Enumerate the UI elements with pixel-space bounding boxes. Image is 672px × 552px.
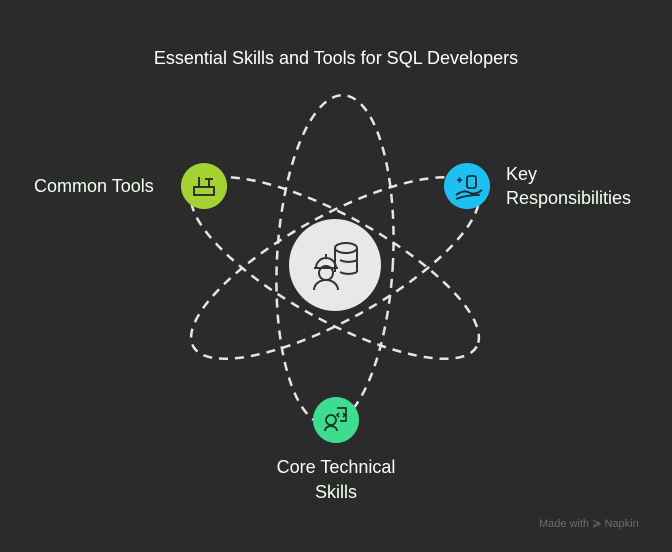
- engineer-database-icon: [313, 242, 358, 291]
- watermark-prefix: Made with: [539, 518, 590, 530]
- watermark-brand: Napkin: [604, 518, 639, 530]
- common-tools-label: Common Tools: [34, 176, 154, 196]
- common-tools-node[interactable]: [181, 163, 227, 209]
- core-skills-label-2: Skills: [314, 482, 357, 502]
- napkin-logo-icon: ≽: [592, 518, 602, 530]
- developer-code-icon: [324, 407, 347, 432]
- watermark[interactable]: Made with ≽ Napkin: [539, 517, 639, 530]
- key-responsibilities-label-1: Key: [506, 164, 538, 184]
- orbit-vertical: [275, 93, 395, 427]
- hand-database-icon: [455, 175, 483, 200]
- core-skills-label-1: Core Technical: [276, 457, 396, 477]
- toolbox-icon: [193, 177, 215, 196]
- key-responsibilities-label-2: Responsibilities: [506, 188, 632, 208]
- diagram-title: Essential Skills and Tools for SQL Devel…: [153, 48, 519, 68]
